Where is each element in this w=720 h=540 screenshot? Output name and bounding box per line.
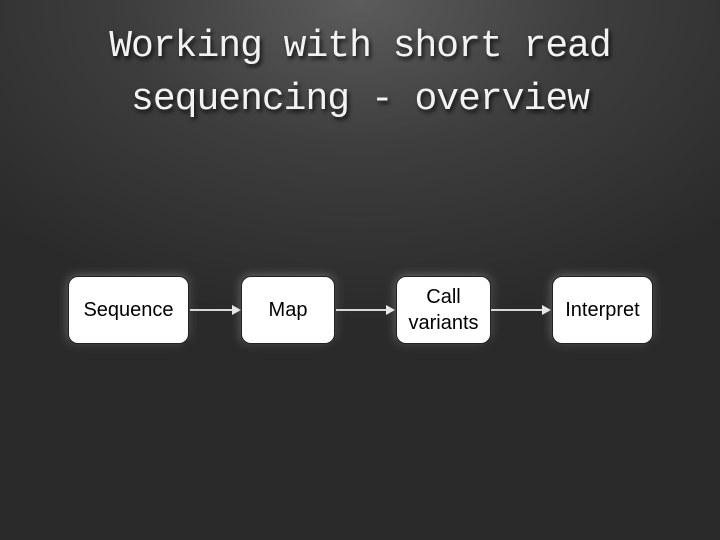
node-label: Call variants: [408, 286, 479, 334]
node-label: Map: [268, 299, 308, 321]
node-call-variants: Call variants: [396, 276, 491, 344]
node-map: Map: [241, 276, 335, 344]
slide-title: Working with short read sequencing - ove…: [0, 20, 720, 126]
title-line-2: sequencing - overview: [131, 78, 590, 121]
node-sequence: Sequence: [68, 276, 189, 344]
node-label: Sequence: [83, 299, 174, 321]
title-line-1: Working with short read: [109, 25, 612, 68]
arrow-call-variants-to-interpret: [491, 305, 551, 315]
node-interpret: Interpret: [552, 276, 653, 344]
arrow-sequence-to-map: [190, 305, 241, 315]
arrow-map-to-call-variants: [336, 305, 395, 315]
node-label: Interpret: [565, 299, 640, 321]
